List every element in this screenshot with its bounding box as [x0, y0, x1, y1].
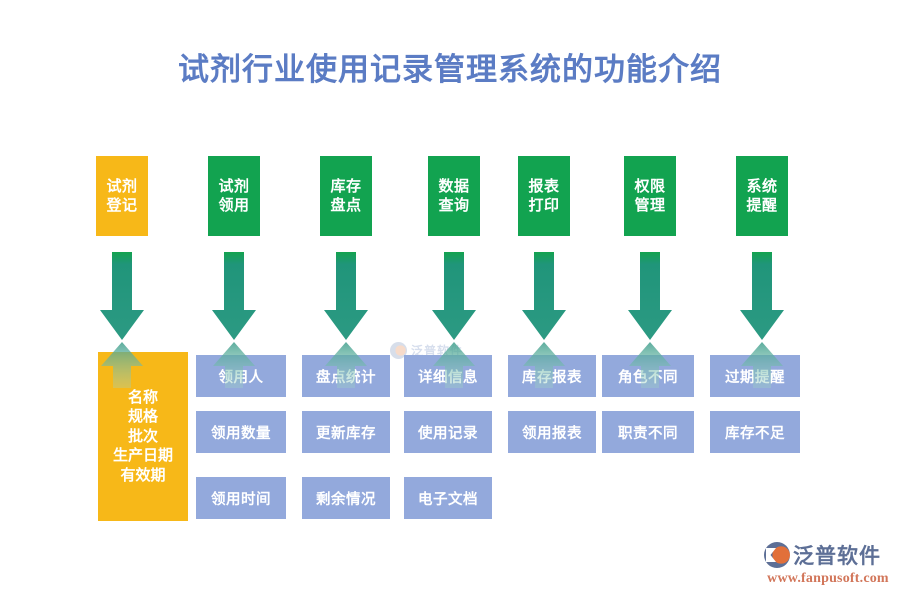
top-box-inventory-count[interactable]: 库存盘点 — [320, 156, 372, 236]
detail-box-inventory-count-3[interactable]: 剩余情况 — [302, 477, 390, 519]
top-box-line: 查询 — [438, 196, 470, 214]
top-box-line: 管理 — [634, 196, 666, 214]
detail-box-data-query-1[interactable]: 详细信息 — [404, 355, 492, 397]
detail-line: 批次 — [127, 426, 158, 445]
brand-logo-row: 泛普软件 — [764, 540, 892, 570]
top-box-data-query[interactable]: 数据查询 — [428, 156, 480, 236]
top-box-line: 盘点 — [330, 196, 362, 214]
down-arrow-report-printing — [521, 252, 567, 342]
page-title: 试剂行业使用记录管理系统的功能介绍 — [178, 52, 722, 88]
brand-name: 泛普软件 — [793, 544, 881, 568]
down-arrow-system-reminder — [739, 252, 785, 342]
top-box-line: 试剂 — [106, 176, 138, 195]
detail-box-reagent-requisition-2[interactable]: 领用数量 — [196, 411, 286, 453]
top-box-line: 打印 — [528, 196, 560, 214]
down-arrow-reagent-requisition — [211, 252, 257, 342]
brand-logo: 泛普软件 www.fanpusoft.com — [764, 540, 892, 588]
detail-panel-reagent-registration[interactable]: 名称规格批次生产日期有效期 — [98, 352, 188, 521]
top-box-reagent-requisition[interactable]: 试剂领用 — [208, 156, 260, 236]
down-arrow-inventory-count — [323, 252, 369, 342]
detail-box-permission-management-2[interactable]: 职责不同 — [602, 411, 694, 453]
detail-box-reagent-requisition-1[interactable]: 领用人 — [196, 355, 286, 397]
top-box-line: 报表 — [528, 176, 560, 195]
detail-line: 规格 — [127, 407, 158, 426]
detail-line: 有效期 — [120, 465, 166, 484]
detail-box-inventory-count-1[interactable]: 盘点统计 — [302, 355, 390, 397]
detail-box-permission-management-1[interactable]: 角色不同 — [602, 355, 694, 397]
top-box-line: 权限 — [634, 176, 666, 195]
detail-line: 生产日期 — [112, 446, 173, 465]
top-box-line: 登记 — [106, 196, 138, 214]
fanpu-logo-icon — [764, 542, 790, 568]
detail-box-system-reminder-1[interactable]: 过期提醒 — [710, 355, 800, 397]
top-box-line: 提醒 — [746, 196, 778, 214]
top-box-system-reminder[interactable]: 系统提醒 — [736, 156, 788, 236]
top-box-reagent-registration[interactable]: 试剂登记 — [96, 156, 148, 236]
detail-box-reagent-requisition-3[interactable]: 领用时间 — [196, 477, 286, 519]
top-box-line: 试剂 — [218, 176, 250, 195]
top-box-report-printing[interactable]: 报表打印 — [518, 156, 570, 236]
detail-box-system-reminder-2[interactable]: 库存不足 — [710, 411, 800, 453]
brand-url: www.fanpusoft.com — [767, 571, 889, 586]
top-box-line: 库存 — [330, 176, 362, 195]
down-arrow-permission-management — [627, 252, 673, 342]
detail-box-data-query-3[interactable]: 电子文档 — [404, 477, 492, 519]
detail-box-report-printing-1[interactable]: 库存报表 — [508, 355, 596, 397]
detail-box-report-printing-2[interactable]: 领用报表 — [508, 411, 596, 453]
detail-box-inventory-count-2[interactable]: 更新库存 — [302, 411, 390, 453]
down-arrow-data-query — [431, 252, 477, 342]
top-box-permission-management[interactable]: 权限管理 — [624, 156, 676, 236]
top-box-line: 数据 — [438, 176, 470, 195]
top-box-line: 领用 — [218, 196, 250, 214]
down-arrow-reagent-registration — [99, 252, 145, 342]
detail-box-data-query-2[interactable]: 使用记录 — [404, 411, 492, 453]
detail-line: 名称 — [127, 387, 158, 406]
top-box-line: 系统 — [746, 176, 778, 195]
